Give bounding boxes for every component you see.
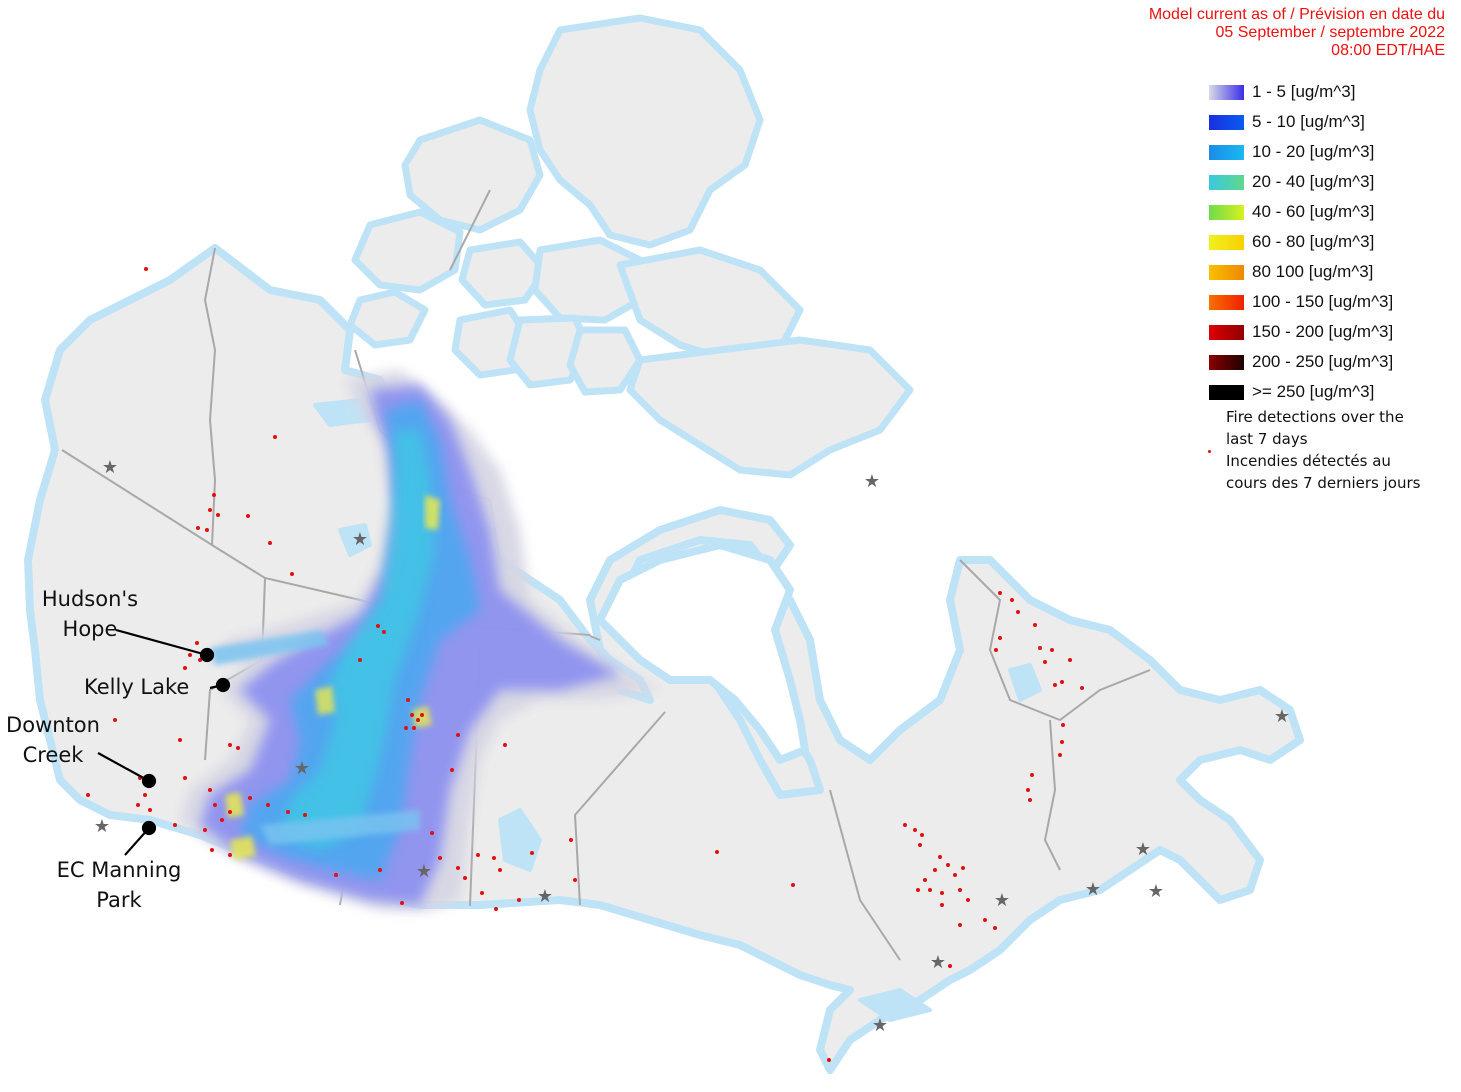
legend-swatch: [1209, 325, 1244, 340]
site-markers: [97, 628, 231, 856]
legend-label: 100 - 150 [ug/m^3]: [1252, 292, 1394, 311]
legend-label: 1 - 5 [ug/m^3]: [1252, 82, 1356, 101]
site-marker-downton-creek: [141, 773, 157, 789]
fire-detections: [86, 267, 1084, 1062]
model-info-line1: Model current as of / Prévision en date …: [1148, 6, 1445, 23]
site-label-kelly-lake: Kelly Lake: [84, 675, 190, 699]
capital-star-icon: ★: [1148, 881, 1164, 902]
legend-swatch: [1209, 145, 1244, 160]
capital-star-icon: ★: [1085, 879, 1101, 900]
legend-label: 40 - 60 [ug/m^3]: [1252, 202, 1375, 221]
site-label-ec-manning-park: EC Manning Park: [56, 858, 182, 912]
fire-legend-line4: cours des 7 derniers jours: [1226, 474, 1421, 492]
site-marker-hudsons-hope: [199, 647, 215, 663]
legend-swatch: [1209, 115, 1244, 130]
arctic-islands: [346, 14, 914, 479]
capital-star-icon: ★: [864, 471, 880, 492]
legend-label: 150 - 200 [ug/m^3]: [1252, 322, 1394, 341]
site-label-downton-creek: Downton Creek: [6, 713, 100, 767]
capital-star-icon: ★: [352, 529, 368, 550]
legend-swatch: [1209, 385, 1244, 400]
capital-star-icon: ★: [1274, 706, 1290, 727]
legend-swatch: [1209, 265, 1244, 280]
capital-star-icon: ★: [872, 1015, 888, 1036]
legend-label: 5 - 10 [ug/m^3]: [1252, 112, 1365, 131]
legend-label: 60 - 80 [ug/m^3]: [1252, 232, 1375, 251]
site-label-hudsons-hope: Hudson's Hope: [41, 587, 139, 641]
capital-star-icon: ★: [416, 861, 432, 882]
capital-star-icon: ★: [537, 886, 553, 907]
smoke-plume: [180, 370, 660, 910]
capital-stars: ★ ★ ★ ★ ★ ★ ★ ★ ★ ★ ★ ★ ★ ★: [94, 457, 1290, 1036]
capital-star-icon: ★: [294, 758, 310, 779]
legend-swatch: [1209, 85, 1244, 100]
model-info-line3: 08:00 EDT/HAE: [1331, 42, 1445, 59]
legend-swatch: [1209, 175, 1244, 190]
fire-dot-icon: [1208, 450, 1211, 453]
fire-legend-line2: last 7 days: [1226, 430, 1308, 448]
model-info-line2: 05 September / septembre 2022: [1215, 24, 1445, 41]
capital-star-icon: ★: [102, 457, 118, 478]
capital-star-icon: ★: [1135, 839, 1151, 860]
capital-star-icon: ★: [994, 890, 1010, 911]
legend-swatch: [1209, 205, 1244, 220]
site-marker-ec-manning-park: [141, 820, 157, 836]
legend-label: >= 250 [ug/m^3]: [1252, 382, 1375, 401]
capital-star-icon: ★: [94, 816, 110, 837]
fire-legend-line3: Incendies détectés au: [1226, 452, 1391, 470]
capital-star-icon: ★: [930, 952, 946, 973]
site-marker-kelly-lake: [215, 677, 231, 693]
legend-label: 20 - 40 [ug/m^3]: [1252, 172, 1375, 191]
hudson-bay: [596, 541, 809, 764]
legend-swatch: [1209, 355, 1244, 370]
legend-label: 10 - 20 [ug/m^3]: [1252, 142, 1375, 161]
legend-swatch: [1209, 295, 1244, 310]
legend-label: 80 100 [ug/m^3]: [1252, 262, 1374, 281]
legend-swatch: [1209, 235, 1244, 250]
fire-legend-line1: Fire detections over the: [1226, 408, 1404, 426]
legend-label: 200 - 250 [ug/m^3]: [1252, 352, 1394, 371]
model-run-info: Model current as of / Prévision en date …: [1149, 6, 1445, 60]
